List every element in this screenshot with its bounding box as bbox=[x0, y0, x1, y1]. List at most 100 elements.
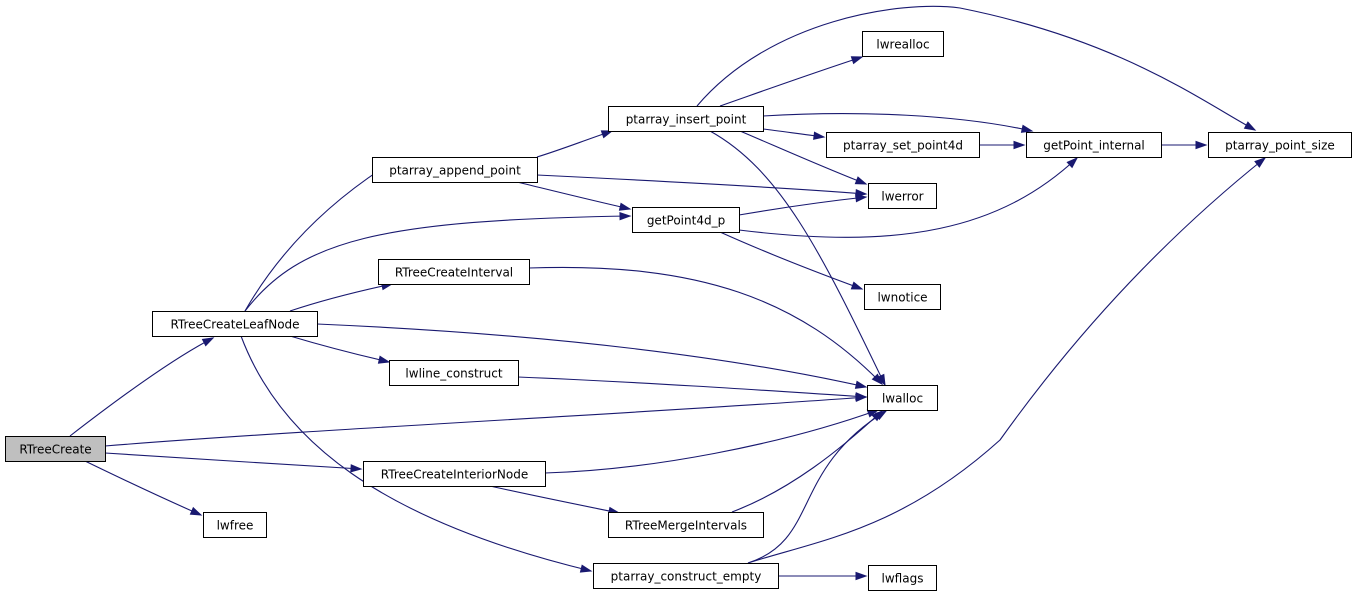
edge-ptarray-insert-point-to-lwerror bbox=[739, 130, 868, 185]
arrowhead-icon bbox=[600, 130, 614, 139]
node-label: RTreeCreate bbox=[19, 443, 91, 457]
node-lwnotice[interactable]: lwnotice bbox=[864, 284, 941, 310]
node-ptarray-point-size[interactable]: ptarray_point_size bbox=[1208, 132, 1352, 158]
node-label: lwnotice bbox=[877, 291, 927, 305]
node-box[interactable] bbox=[864, 284, 941, 310]
arrowhead-icon bbox=[377, 355, 391, 364]
arrowhead-icon bbox=[201, 337, 215, 347]
node-box[interactable] bbox=[868, 565, 937, 591]
node-label: ptarray_set_point4d bbox=[843, 139, 963, 153]
node-box[interactable] bbox=[1026, 132, 1162, 158]
arrowhead-icon bbox=[854, 380, 868, 389]
edge-rtreecreate-to-lwfree bbox=[84, 460, 203, 516]
edge-ptarray-insert-point-to-lwalloc bbox=[709, 130, 886, 387]
edge-rtreecreateleafnode-to-ptarray-construct-empty bbox=[240, 335, 593, 573]
edge-line bbox=[709, 130, 886, 386]
node-box[interactable] bbox=[608, 106, 764, 132]
node-lwalloc[interactable]: lwalloc bbox=[867, 385, 938, 411]
arrowhead-icon bbox=[850, 56, 864, 65]
nodes-layer: RTreeCreateRTreeCreateLeafNodeRTreeCreat… bbox=[5, 31, 1352, 591]
edge-ptarray-construct-empty-to-ptarray-point-size bbox=[747, 157, 1267, 564]
node-label: lwline_construct bbox=[405, 367, 502, 381]
node-label: lwfree bbox=[217, 519, 254, 533]
node-label: ptarray_point_size bbox=[1225, 139, 1335, 153]
node-label: lwerror bbox=[881, 190, 923, 204]
node-getpoint4d-p[interactable]: getPoint4d_p bbox=[632, 207, 740, 233]
edge-rtreecreateleafnode-to-lwalloc bbox=[316, 323, 868, 389]
arrowhead-icon bbox=[1243, 121, 1257, 131]
edge-ptarray-construct-empty-to-lwflags bbox=[778, 571, 868, 581]
node-label: RTreeCreateInteriorNode bbox=[381, 468, 528, 482]
node-box[interactable] bbox=[862, 31, 944, 57]
edge-ptarray-append-point-to-ptarray-insert-point bbox=[536, 130, 614, 158]
node-label: ptarray_append_point bbox=[389, 164, 521, 178]
edge-line bbox=[747, 157, 1266, 564]
node-lwline-construct[interactable]: lwline_construct bbox=[389, 360, 519, 386]
node-lwflags[interactable]: lwflags bbox=[868, 565, 937, 591]
edge-line bbox=[84, 460, 202, 516]
node-box[interactable] bbox=[593, 563, 779, 589]
node-ptarray-insert-point[interactable]: ptarray_insert_point bbox=[608, 106, 764, 132]
edge-ptarray-append-point-to-lwerror bbox=[536, 174, 868, 198]
node-box[interactable] bbox=[203, 512, 267, 538]
edge-line bbox=[244, 215, 631, 312]
arrowhead-icon bbox=[1020, 124, 1034, 133]
edge-line bbox=[536, 174, 867, 195]
node-box[interactable] bbox=[372, 157, 538, 183]
arrowhead-icon bbox=[1195, 140, 1208, 150]
node-box[interactable] bbox=[1208, 132, 1352, 158]
edge-ptarray-insert-point-to-getpoint-internal bbox=[762, 113, 1034, 133]
node-box[interactable] bbox=[868, 183, 937, 209]
node-box[interactable] bbox=[5, 436, 106, 462]
node-lwerror[interactable]: lwerror bbox=[868, 183, 937, 209]
edge-line bbox=[738, 157, 1078, 238]
edge-rtreecreateleafnode-to-getpoint4d-p bbox=[244, 211, 632, 312]
edge-rtreecreate-to-lwalloc bbox=[104, 393, 868, 447]
node-box[interactable] bbox=[152, 311, 318, 337]
node-box[interactable] bbox=[389, 360, 519, 386]
node-ptarray-construct-empty[interactable]: ptarray_construct_empty bbox=[593, 563, 779, 589]
node-rtreecreateinterval[interactable]: RTreeCreateInterval bbox=[378, 259, 530, 285]
edge-ptarray-construct-empty-to-lwalloc bbox=[747, 410, 888, 564]
edge-line bbox=[738, 196, 867, 216]
edge-line bbox=[719, 56, 863, 107]
node-label: RTreeCreateLeafNode bbox=[170, 318, 299, 332]
edge-rtreecreate-to-rtreecreateleafnode bbox=[69, 337, 215, 437]
edge-rtreecreateinteriornode-to-lwalloc bbox=[544, 409, 880, 474]
arrowhead-icon bbox=[189, 506, 203, 516]
node-lwfree[interactable]: lwfree bbox=[203, 512, 267, 538]
edge-rtreecreate-to-rtreecreateinteriornode bbox=[104, 452, 363, 473]
node-label: lwflags bbox=[882, 572, 924, 586]
arrowhead-icon bbox=[618, 202, 632, 211]
arrowhead-icon bbox=[855, 392, 868, 401]
edge-ptarray-insert-point-to-lwrealloc bbox=[719, 56, 864, 107]
edge-ptarray-insert-point-to-ptarray-set-point4d bbox=[762, 128, 826, 140]
node-label: RTreeCreateInterval bbox=[395, 266, 513, 280]
node-rtreecreateleafnode[interactable]: RTreeCreateLeafNode bbox=[152, 311, 318, 337]
node-box[interactable] bbox=[632, 207, 740, 233]
edge-getpoint4d-p-to-getpoint-internal bbox=[738, 156, 1079, 238]
node-getpoint-internal[interactable]: getPoint_internal bbox=[1026, 132, 1162, 158]
node-lwrealloc[interactable]: lwrealloc bbox=[862, 31, 944, 57]
edge-getpoint4d-p-to-lwnotice bbox=[719, 231, 864, 290]
node-box[interactable] bbox=[378, 259, 530, 285]
node-box[interactable] bbox=[826, 132, 980, 158]
node-rtreecreateinteriornode[interactable]: RTreeCreateInteriorNode bbox=[363, 461, 546, 487]
node-box[interactable] bbox=[867, 385, 938, 411]
node-label: ptarray_construct_empty bbox=[611, 570, 762, 584]
node-label: lwalloc bbox=[882, 392, 923, 406]
node-label: getPoint_internal bbox=[1043, 139, 1145, 153]
node-box[interactable] bbox=[608, 512, 764, 538]
arrowhead-icon bbox=[579, 564, 593, 573]
edge-line bbox=[528, 266, 883, 385]
edges-layer bbox=[69, 5, 1267, 581]
edge-rtreecreateinterval-to-lwalloc bbox=[528, 266, 884, 386]
edge-line bbox=[517, 376, 867, 398]
node-rtreemergeintervals[interactable]: RTreeMergeIntervals bbox=[608, 512, 764, 538]
node-label: getPoint4d_p bbox=[647, 214, 725, 228]
node-ptarray-set-point4d[interactable]: ptarray_set_point4d bbox=[826, 132, 980, 158]
node-box[interactable] bbox=[363, 461, 546, 487]
node-label: RTreeMergeIntervals bbox=[625, 519, 747, 533]
node-rtreecreate[interactable]: RTreeCreate bbox=[5, 436, 106, 462]
node-ptarray-append-point[interactable]: ptarray_append_point bbox=[372, 157, 538, 183]
